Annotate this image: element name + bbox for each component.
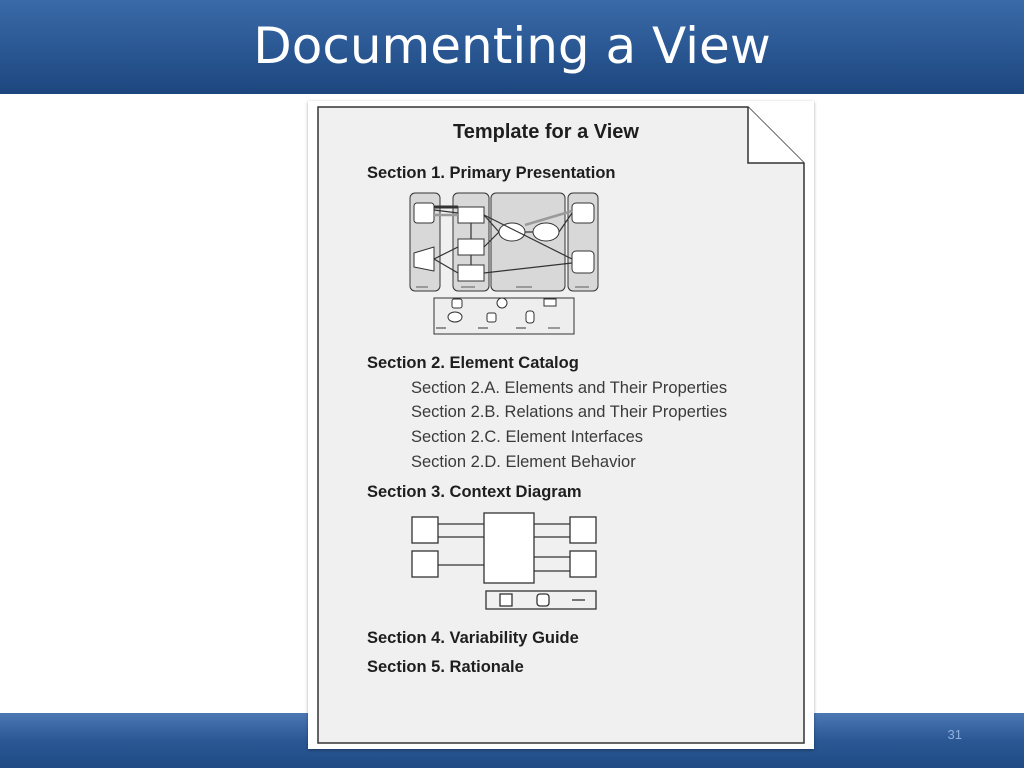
document-title: Template for a View: [453, 121, 639, 143]
subsection-2a: Section 2.A. Elements and Their Properti…: [411, 379, 728, 397]
subsection-2c: Section 2.C. Element Interfaces: [411, 428, 644, 446]
section-2-heading: Section 2. Element Catalog: [367, 354, 579, 372]
section-3-heading: Section 3. Context Diagram: [367, 483, 582, 501]
slide-title: Documenting a View: [253, 17, 771, 75]
subsection-2d: Section 2.D. Element Behavior: [411, 453, 636, 471]
subsection-2b: Section 2.B. Relations and Their Propert…: [411, 403, 728, 421]
document-page-outline: [317, 106, 805, 744]
context-diagram: [411, 512, 597, 610]
title-bar: Documenting a View: [0, 0, 1024, 94]
section-1-heading: Section 1. Primary Presentation: [367, 164, 616, 182]
slide-number: 31: [947, 727, 962, 742]
section-5-heading: Section 5. Rationale: [367, 658, 524, 676]
template-document-figure: Template for a View Section 1. Primary P…: [308, 101, 814, 749]
section-4-heading: Section 4. Variability Guide: [367, 629, 579, 647]
